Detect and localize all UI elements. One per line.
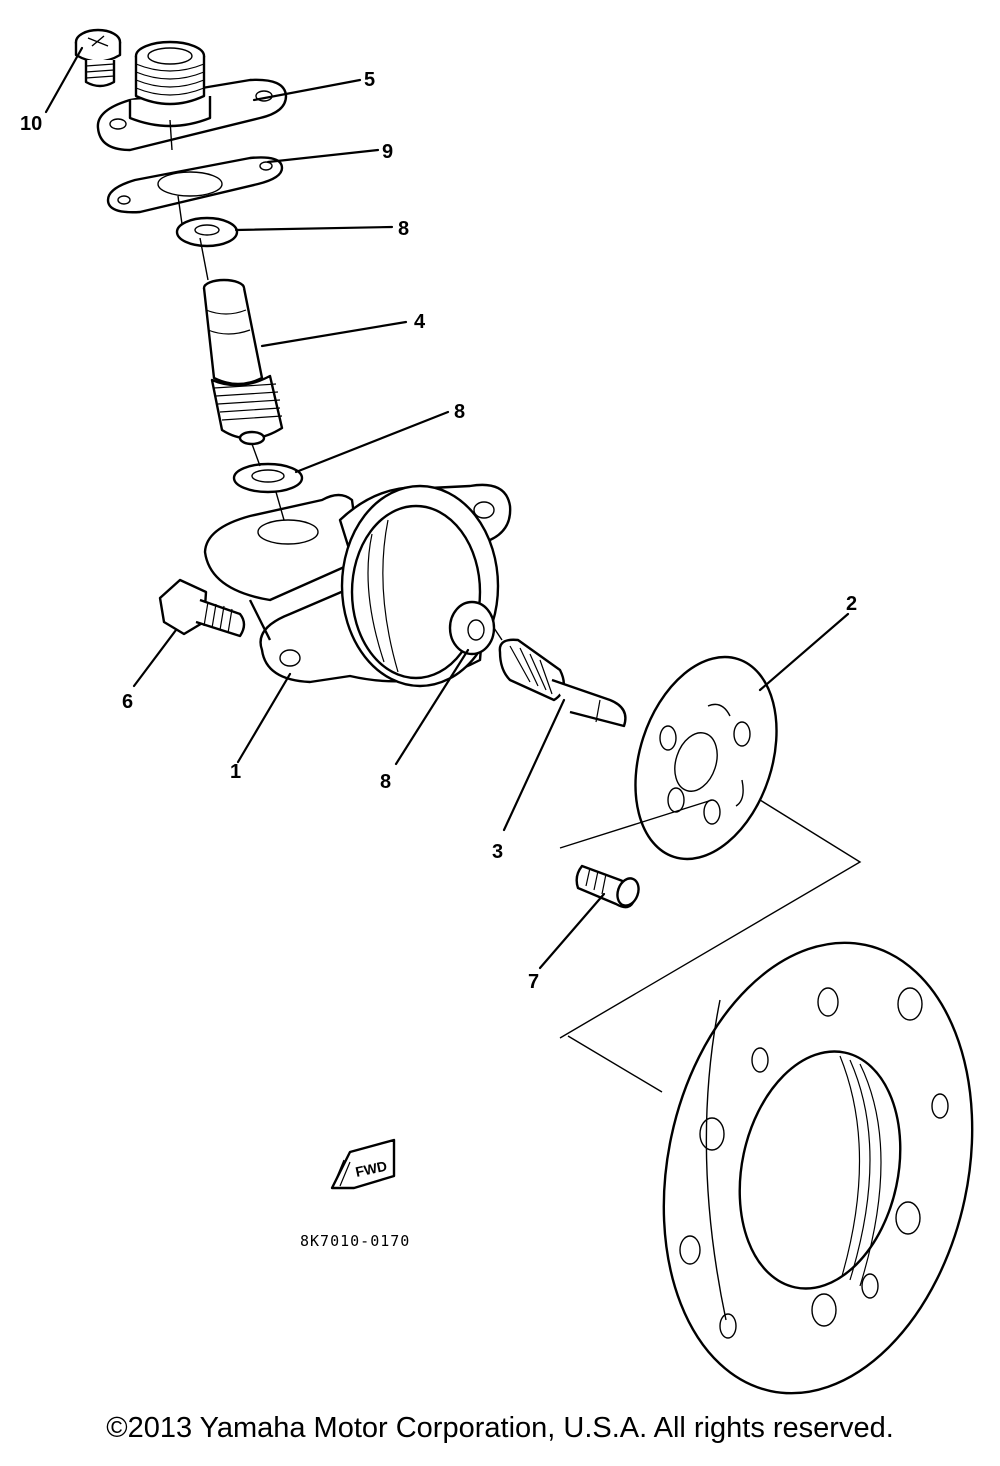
fwd-label: FWD	[354, 1158, 389, 1180]
callout-2: 2	[846, 593, 857, 615]
callout-7: 7	[528, 971, 539, 993]
callout-1: 1	[230, 761, 241, 783]
exploded-parts-diagram: FWD 10 5 9 8 4 8 2 6 1 8 3 7 8K7010-0170	[20, 28, 974, 1395]
part-screw-10	[74, 28, 122, 88]
callout-8-top: 8	[398, 218, 409, 240]
callout-8-lower: 8	[380, 771, 391, 793]
assembly-guide-lines	[169, 119, 862, 1093]
fwd-mark: FWD	[330, 1138, 396, 1190]
callouts: 10 5 9 8 4 8 2 6 1 8 3 7	[20, 69, 857, 993]
part-bolt-6	[158, 578, 246, 638]
callout-8-middle: 8	[454, 401, 465, 423]
part-washer-8-middle	[232, 462, 304, 494]
drawing-code: 8K7010-0170	[300, 1232, 410, 1250]
part-screw-7	[575, 864, 640, 909]
part-washer-8-top	[175, 216, 239, 248]
part-gasket-9	[106, 156, 284, 214]
callout-4: 4	[414, 311, 426, 333]
callout-6: 6	[122, 691, 133, 713]
part-wheel-hub	[662, 941, 974, 1395]
part-housing-1	[203, 483, 512, 688]
leader-lines	[44, 46, 850, 970]
part-driven-gear-3	[498, 638, 627, 728]
part-drive-gear-4	[202, 278, 284, 446]
copyright-notice: ©2013 Yamaha Motor Corporation, U.S.A. A…	[106, 1412, 894, 1444]
callout-5: 5	[364, 69, 375, 91]
callout-10: 10	[20, 113, 42, 135]
part-retainer-2	[634, 655, 778, 861]
part-fitting-5	[96, 40, 288, 152]
callout-3: 3	[492, 841, 503, 863]
callout-9: 9	[382, 141, 393, 163]
part-washer-8-lower	[448, 600, 496, 656]
